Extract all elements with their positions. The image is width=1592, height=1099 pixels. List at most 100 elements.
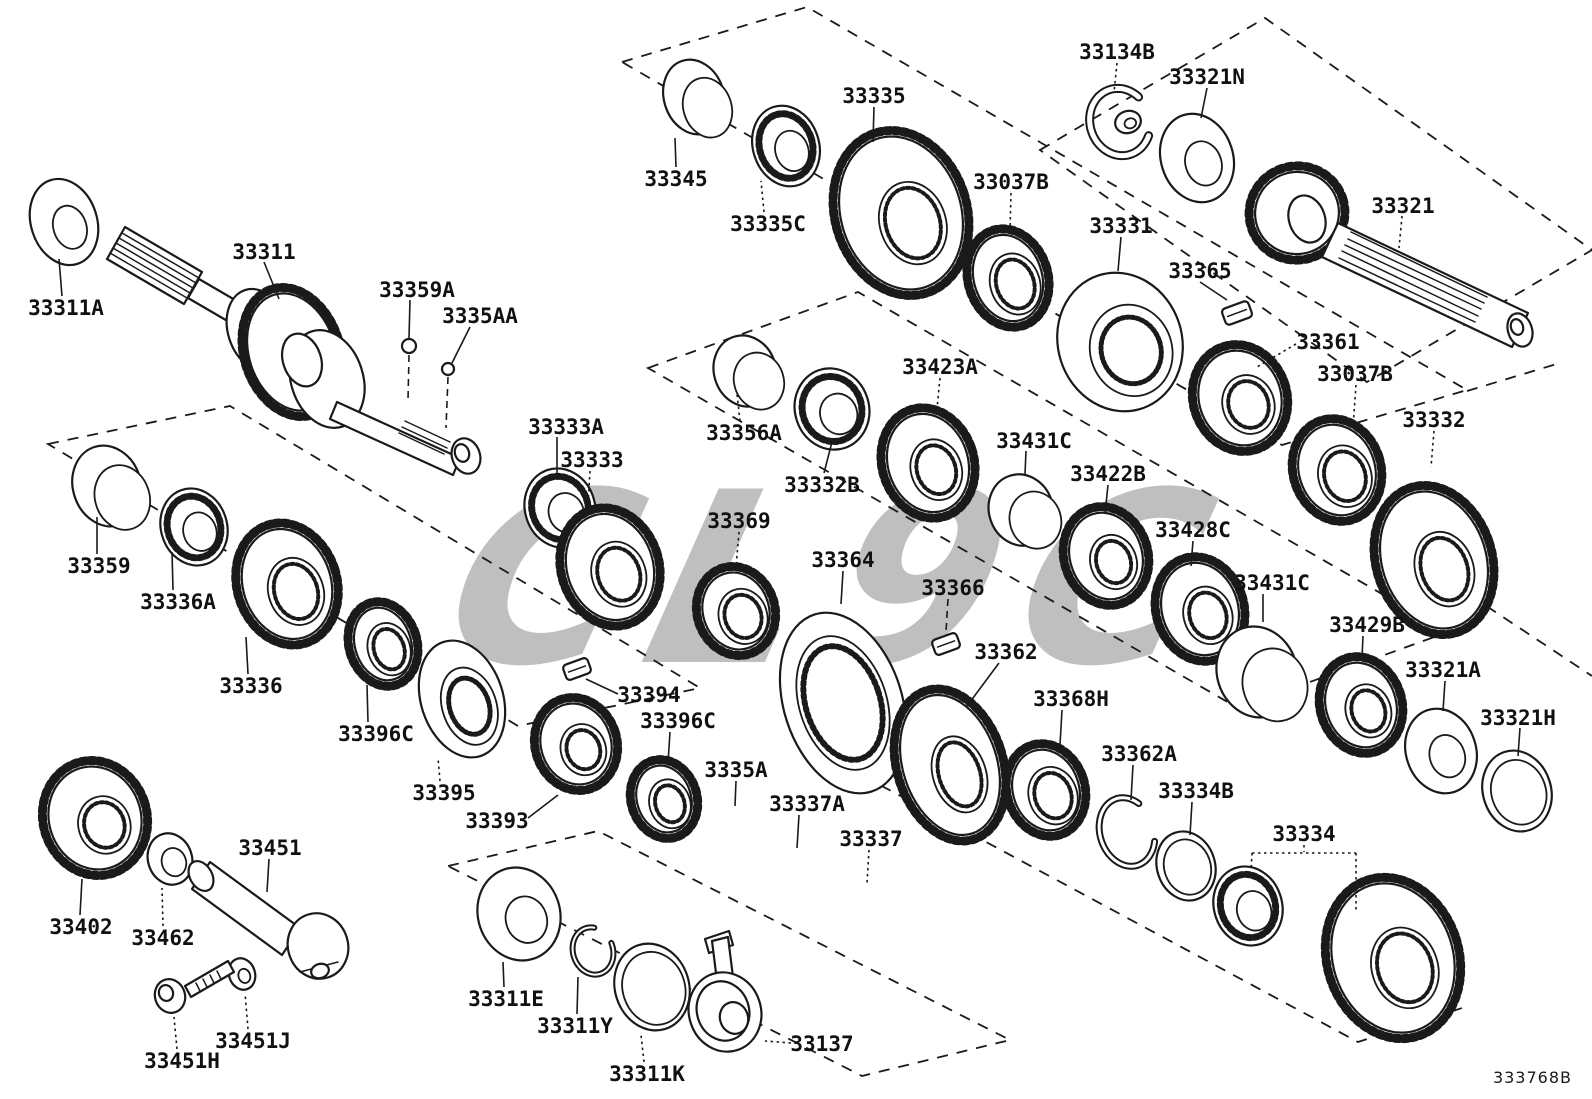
leader-3335A-36-0 bbox=[734, 780, 737, 807]
leader-3335AA-3-1 bbox=[445, 376, 449, 429]
part-label-33311K-54: 33311K bbox=[609, 1062, 685, 1086]
gear-33422B bbox=[1058, 502, 1154, 610]
part-label-33359A-2: 33359A bbox=[379, 278, 455, 302]
gear-33428C bbox=[1150, 552, 1250, 666]
gear-33336 bbox=[231, 518, 343, 650]
gear-33429B bbox=[1314, 652, 1408, 758]
bushing-33356A bbox=[712, 334, 786, 411]
clutch-hub-33361 bbox=[1187, 340, 1293, 456]
synchro-33396C-center bbox=[625, 755, 703, 843]
part-label-3335AA-3: 3335AA bbox=[442, 304, 518, 328]
part-label-33356A-18: 33356A bbox=[706, 421, 782, 445]
leader-33396C-31-0 bbox=[366, 684, 369, 723]
group-seg-corner bbox=[1466, 362, 1561, 392]
part-label-33365-11: 33365 bbox=[1168, 259, 1231, 283]
snapring-33311Y bbox=[569, 924, 617, 978]
part-label-33431C-24: 33431C bbox=[1234, 571, 1310, 595]
part-label-33394-34: 33394 bbox=[617, 683, 680, 707]
race-33321H bbox=[1481, 749, 1553, 833]
bearing-33321A bbox=[1404, 707, 1478, 795]
leader-33356A-18-0 bbox=[736, 393, 741, 422]
part-label-33134B-8: 33134B bbox=[1079, 40, 1155, 64]
part-label-33361-13: 33361 bbox=[1296, 330, 1359, 354]
leader-33321H-27-0 bbox=[1517, 727, 1521, 757]
leader-33359A-2-1 bbox=[407, 354, 410, 401]
leader-33395-32-0 bbox=[437, 757, 441, 782]
gear-33362 bbox=[889, 684, 1011, 846]
leader-33332-15-0 bbox=[1430, 430, 1435, 468]
bushing-33345 bbox=[662, 58, 734, 139]
part-label-33335C-5: 33335C bbox=[730, 212, 806, 236]
leader-33037B-7-0 bbox=[1009, 192, 1012, 232]
part-label-33334B-45: 33334B bbox=[1158, 779, 1234, 803]
leader-33428C-23-0 bbox=[1190, 540, 1194, 567]
group-seg-bottom-right bbox=[827, 756, 1463, 1043]
leader-33451J-50-0 bbox=[244, 992, 249, 1030]
part-label-33321-12: 33321 bbox=[1371, 194, 1434, 218]
sleeve-33393 bbox=[529, 693, 623, 795]
sleeve-33364 bbox=[778, 611, 908, 795]
leader-33336-30-0 bbox=[245, 636, 249, 675]
leader-33331-10-0 bbox=[1117, 236, 1122, 272]
leader-33394-34-0 bbox=[585, 678, 619, 695]
part-label-33429B-25: 33429B bbox=[1329, 613, 1405, 637]
bearing-33321N bbox=[1158, 112, 1236, 204]
bearing-33332B bbox=[793, 367, 871, 451]
leader-33311E-52-0 bbox=[502, 961, 505, 988]
synchro-33369 bbox=[691, 562, 781, 660]
output-shaft-33321 bbox=[1244, 161, 1534, 349]
part-label-33364-40: 33364 bbox=[811, 548, 874, 572]
leader-33335C-5-0 bbox=[760, 180, 765, 213]
part-label-33462-48: 33462 bbox=[131, 926, 194, 950]
part-label-33396C-31: 33396C bbox=[338, 722, 414, 746]
leader-33037B-14-0 bbox=[1352, 384, 1357, 428]
part-label-33137-55: 33137 bbox=[790, 1032, 853, 1056]
synchro-33037B-front bbox=[962, 224, 1054, 332]
bearing-33335C bbox=[751, 104, 821, 188]
part-label-33037B-14: 33037B bbox=[1317, 362, 1393, 386]
part-label-33423A-20: 33423A bbox=[902, 355, 978, 379]
leader-33423A-20-0 bbox=[936, 377, 941, 410]
part-label-33311A-0: 33311A bbox=[28, 296, 104, 320]
leader-33311A-0-0 bbox=[58, 258, 63, 297]
part-label-33336A-29: 33336A bbox=[140, 590, 216, 614]
leader-33337-38-0 bbox=[866, 849, 870, 884]
hub-33395 bbox=[417, 639, 507, 759]
part-label-33422B-22: 33422B bbox=[1070, 462, 1146, 486]
leader-33332B-19-0 bbox=[823, 437, 834, 474]
diagram-code: 333768B bbox=[1492, 1068, 1572, 1087]
part-label-33311-1: 33311 bbox=[232, 240, 295, 264]
part-label-33321N-9: 33321N bbox=[1169, 65, 1245, 89]
bearing-33311E bbox=[476, 866, 562, 962]
leader-33451-49-0 bbox=[266, 858, 270, 893]
gear-33335 bbox=[828, 126, 974, 300]
part-label-33321A-26: 33321A bbox=[1405, 658, 1481, 682]
part-label-33337A-37: 33337A bbox=[769, 792, 845, 816]
part-label-33431C-21: 33431C bbox=[996, 429, 1072, 453]
part-label-33396C-35: 33396C bbox=[640, 709, 716, 733]
key-33366 bbox=[931, 632, 961, 656]
part-label-33345-4: 33345 bbox=[644, 167, 707, 191]
part-label-33402-47: 33402 bbox=[49, 915, 112, 939]
input-shaft-33311 bbox=[105, 225, 482, 477]
part-label-3335A-36: 3335A bbox=[704, 758, 768, 782]
part-label-33311Y-53: 33311Y bbox=[537, 1014, 613, 1038]
part-label-33333-17: 33333 bbox=[560, 448, 623, 472]
leader-33431C-21-0 bbox=[1024, 450, 1027, 475]
washer-33462 bbox=[146, 832, 194, 886]
part-label-33451H-51: 33451H bbox=[144, 1049, 220, 1073]
part-label-33337-38: 33337 bbox=[839, 827, 902, 851]
synchro-33368H bbox=[1001, 739, 1091, 841]
leader-33359A-2-0 bbox=[408, 299, 411, 339]
leader-33311K-54-0 bbox=[640, 1034, 645, 1063]
leader-33402-47-0 bbox=[79, 878, 83, 916]
leader-33311-1-0 bbox=[263, 261, 280, 300]
leader-33311Y-53-0 bbox=[576, 976, 579, 1015]
part-label-33428C-23: 33428C bbox=[1155, 518, 1231, 542]
lock-pin-33134B bbox=[1114, 109, 1142, 135]
leader-33462-48-0 bbox=[161, 887, 164, 927]
hub-33331 bbox=[1056, 271, 1184, 413]
key-33365 bbox=[1220, 300, 1254, 326]
race-33334B bbox=[1155, 830, 1217, 902]
